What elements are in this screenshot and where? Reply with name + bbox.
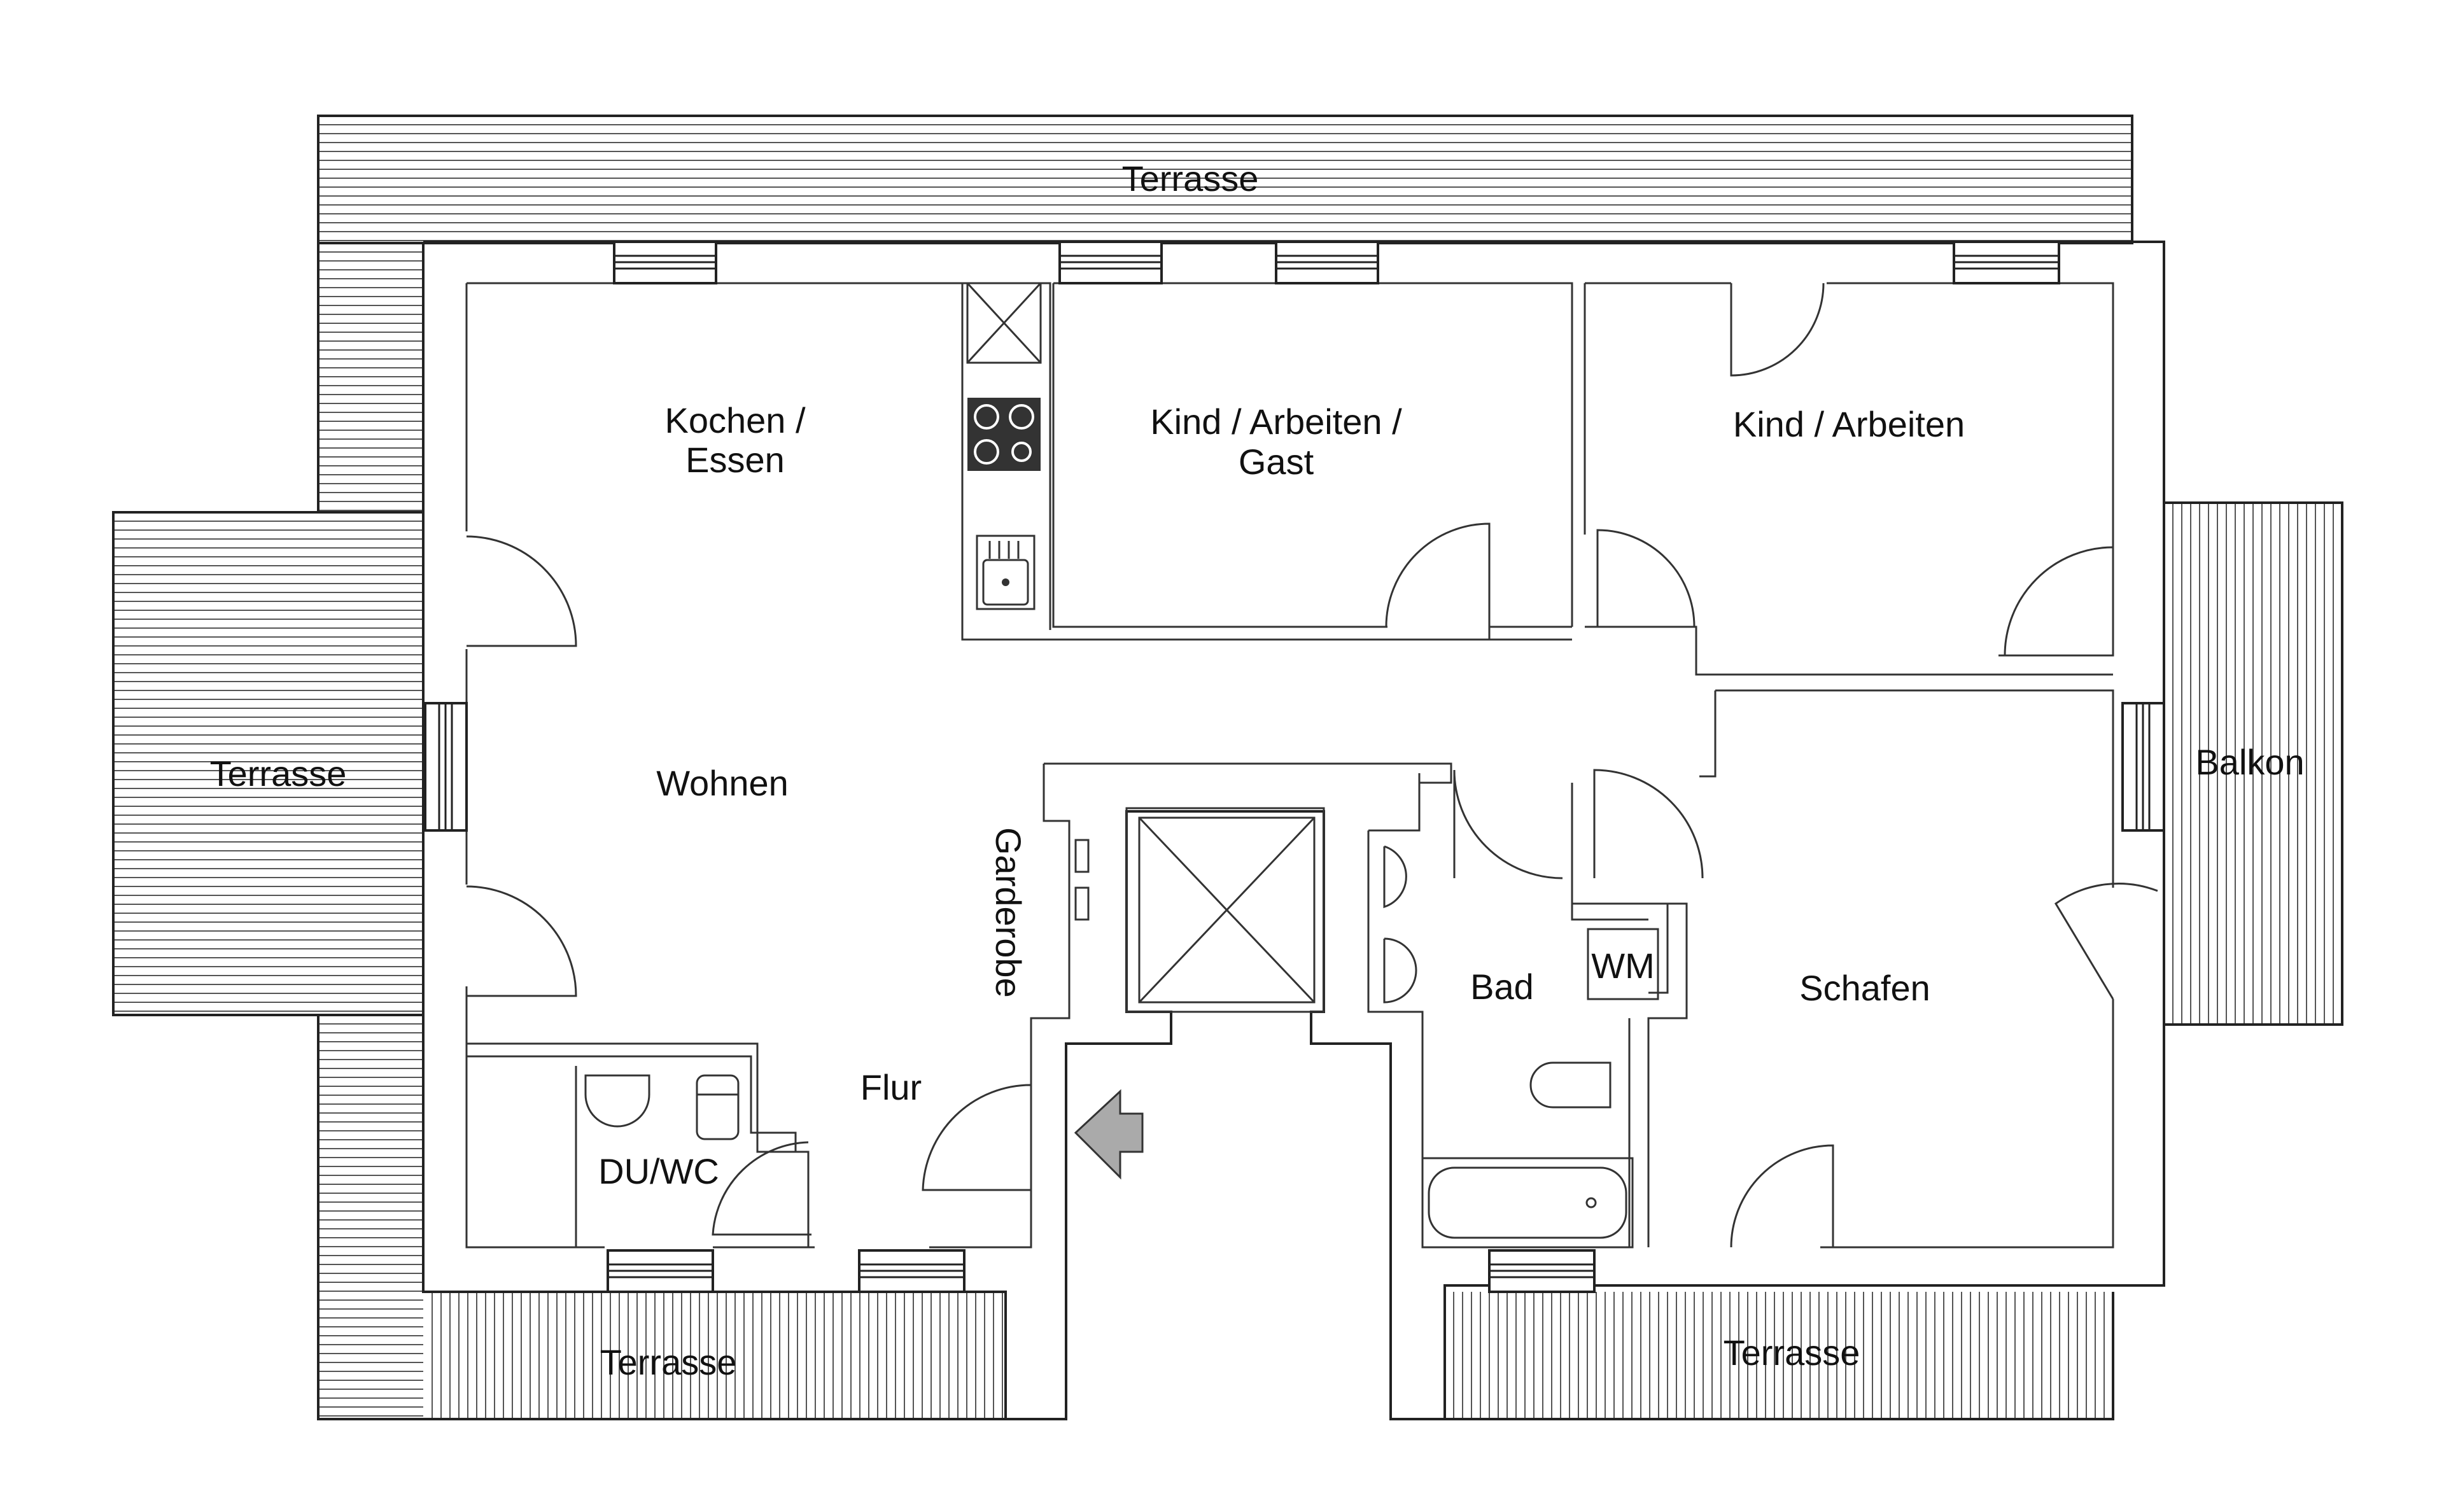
room-kochen-label-1: Kochen / — [664, 400, 805, 440]
room-flur-label: Flur — [860, 1067, 922, 1107]
windows — [424, 241, 2165, 1293]
toilet-icon — [696, 1074, 740, 1140]
interior-walls — [465, 282, 2114, 1249]
washbasin-upper-icon — [1383, 845, 1407, 909]
door-schafen — [1593, 769, 1704, 879]
door-terrace-upper — [466, 535, 577, 647]
door-kind-arbeiten-right — [2004, 546, 2114, 657]
kitchen-fixtures — [967, 398, 1041, 610]
terrace-bottom-left-label: Terrasse — [600, 1342, 737, 1382]
door-du-wc — [712, 1141, 811, 1236]
outer-walls — [112, 115, 2343, 1420]
bathtub-icon — [1421, 1157, 1634, 1249]
terrace-bottom-right-label: Terrasse — [1724, 1333, 1860, 1373]
door-bad — [1453, 769, 1563, 879]
door-flur-entry — [922, 1084, 1032, 1191]
wm-label: WM — [1591, 946, 1655, 986]
door-kind-arbeiten-left — [1596, 529, 1696, 627]
washbasin-lower-icon — [1383, 937, 1417, 1004]
door-kind-gast — [1385, 522, 1491, 627]
entrance-arrow-icon — [1074, 1089, 1144, 1180]
sink-icon — [976, 535, 1036, 610]
room-kind-arbeiten-label: Kind / Arbeiten — [1733, 404, 1965, 444]
room-labels: Terrasse Terrasse Terrasse Terrasse Koch… — [210, 158, 2305, 1382]
terrace-top-label: Terrasse — [1122, 158, 1259, 199]
room-du-wc-label: DU/WC — [598, 1151, 719, 1191]
door-balkon — [2054, 883, 2158, 1000]
room-bad-label: Bad — [1470, 967, 1534, 1007]
washbasin-icon — [584, 1074, 650, 1128]
door-terrace-lower — [466, 885, 577, 997]
bathroom-fixtures — [575, 839, 1659, 1249]
room-kind-gast-label-2: Gast — [1239, 442, 1314, 482]
room-wohnen-label: Wohnen — [656, 763, 789, 803]
terrace-left-label: Terrasse — [210, 753, 347, 794]
doors — [466, 283, 2158, 1248]
washing-machine-box — [1587, 928, 1659, 1000]
door-kind-arbeiten-top — [1730, 283, 1825, 377]
wc-icon — [1529, 1061, 1612, 1109]
room-garderobe-label: Garderobe — [988, 827, 1029, 998]
room-kind-gast-label-1: Kind / Arbeiten / — [1150, 402, 1402, 442]
room-schafen-label: Schafen — [1799, 968, 1930, 1008]
balkon-label: Balkon — [2195, 742, 2304, 782]
room-kochen-label-2: Essen — [685, 440, 785, 480]
door-schafen-lower — [1730, 1144, 1834, 1248]
